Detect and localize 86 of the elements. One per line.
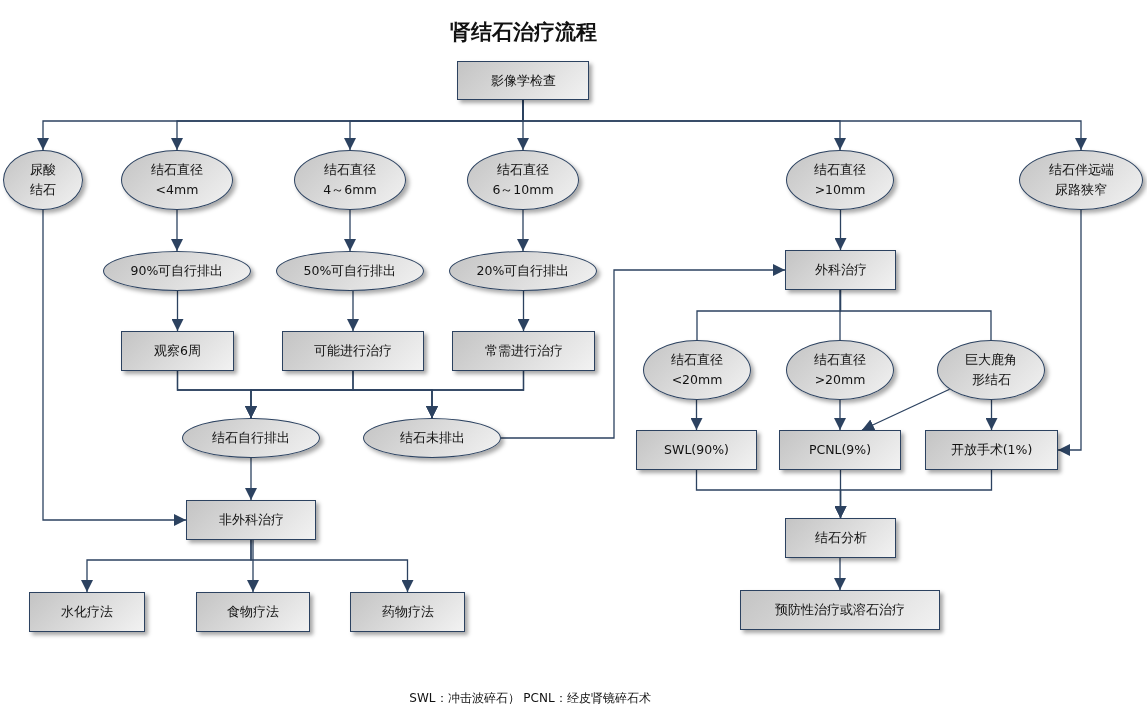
footnote: SWL：冲击波碎石） PCNL：经皮肾镜碎石术 xyxy=(409,690,651,707)
node-label: >20mm xyxy=(814,371,866,389)
node-label: 观察6周 xyxy=(154,342,201,360)
arrow xyxy=(344,209,356,252)
process-box xyxy=(29,592,145,632)
node-label: 结石直径 xyxy=(323,161,377,179)
process-box xyxy=(779,430,901,470)
arrow xyxy=(834,557,846,591)
node-label: 20%可自行排出 xyxy=(476,262,570,280)
process-box xyxy=(121,331,234,371)
node-label: 结石直径 xyxy=(671,351,723,369)
node-label: 结石分析 xyxy=(814,529,867,547)
node-label: 水化疗法 xyxy=(61,603,113,621)
arrow xyxy=(42,209,187,526)
node-label: 预防性治疗或溶石治疗 xyxy=(775,601,905,619)
process-box xyxy=(196,592,310,632)
decision-ellipse xyxy=(786,150,894,210)
process-box xyxy=(636,430,757,470)
arrow xyxy=(690,399,703,431)
node-label: 6～10mm xyxy=(492,181,554,199)
decision-ellipse xyxy=(121,150,233,210)
process-box xyxy=(186,500,316,540)
node-label: 4～6mm xyxy=(323,181,377,199)
arrow xyxy=(171,290,184,332)
process-box xyxy=(350,592,465,632)
decision-ellipse xyxy=(363,418,501,458)
node-label: 结石未排出 xyxy=(399,429,465,447)
node-label: 食物疗法 xyxy=(227,603,279,621)
node-label: 90%可自行排出 xyxy=(130,262,224,280)
decision-ellipse xyxy=(103,251,251,291)
node-label: PCNL(9%) xyxy=(808,441,872,459)
node-label: 影像学检查 xyxy=(490,71,556,90)
arrow xyxy=(985,399,998,431)
decision-ellipse xyxy=(3,150,83,210)
decision-ellipse xyxy=(1019,150,1143,210)
node-label: SWL(90%) xyxy=(664,441,729,459)
node-label: 结石直径 xyxy=(151,161,203,179)
node-label: 巨大鹿角形结石 xyxy=(964,351,1018,389)
node-label: 尿酸结石 xyxy=(29,161,57,199)
arrow xyxy=(250,539,414,593)
arrow xyxy=(347,290,359,332)
process-box xyxy=(740,590,940,630)
arrow xyxy=(517,290,530,332)
arrow xyxy=(861,388,951,431)
decision-ellipse xyxy=(449,251,597,291)
decision-ellipse xyxy=(467,150,579,210)
arrow xyxy=(834,399,846,431)
node-label: 常需进行治疗 xyxy=(484,342,563,360)
node-label: 外科治疗 xyxy=(814,261,867,279)
arrow xyxy=(171,209,183,252)
process-box xyxy=(785,518,896,558)
node-label: 非外科治疗 xyxy=(218,511,284,529)
diagram-title: 肾结石治疗流程 xyxy=(448,19,598,46)
process-box xyxy=(457,61,589,100)
connector-line xyxy=(839,289,992,341)
node-label: 结石直径 xyxy=(814,161,866,179)
decision-ellipse xyxy=(182,418,320,458)
arrow xyxy=(426,370,525,419)
node-label: 结石伴远端尿路狭窄 xyxy=(1048,161,1114,199)
process-box xyxy=(282,331,424,371)
process-box xyxy=(452,331,595,371)
node-label: >10mm xyxy=(814,181,866,199)
arrow xyxy=(500,264,786,439)
arrow xyxy=(517,209,529,252)
node-label: 50%可自行排出 xyxy=(303,262,397,280)
decision-ellipse xyxy=(786,340,894,400)
process-box xyxy=(785,250,896,290)
arrow xyxy=(1057,209,1082,456)
decision-ellipse xyxy=(643,340,751,400)
decision-ellipse xyxy=(937,340,1045,400)
connector-line xyxy=(839,289,841,341)
node-label: 结石直径 xyxy=(814,351,866,369)
node-label: <20mm xyxy=(671,371,723,389)
decision-ellipse xyxy=(276,251,424,291)
process-box xyxy=(925,430,1058,470)
node-label: 药物疗法 xyxy=(381,603,434,621)
arrow xyxy=(245,457,257,501)
node-label: 开放手术(1%) xyxy=(950,441,1033,459)
node-label: 可能进行治疗 xyxy=(314,342,392,360)
arrow xyxy=(247,539,259,593)
decision-ellipse xyxy=(294,150,406,210)
node-label: 结石直径 xyxy=(496,161,550,179)
arrow xyxy=(834,209,847,251)
arrow xyxy=(834,469,993,519)
node-label: 结石自行排出 xyxy=(212,429,290,447)
node-label: <4mm xyxy=(154,181,200,199)
